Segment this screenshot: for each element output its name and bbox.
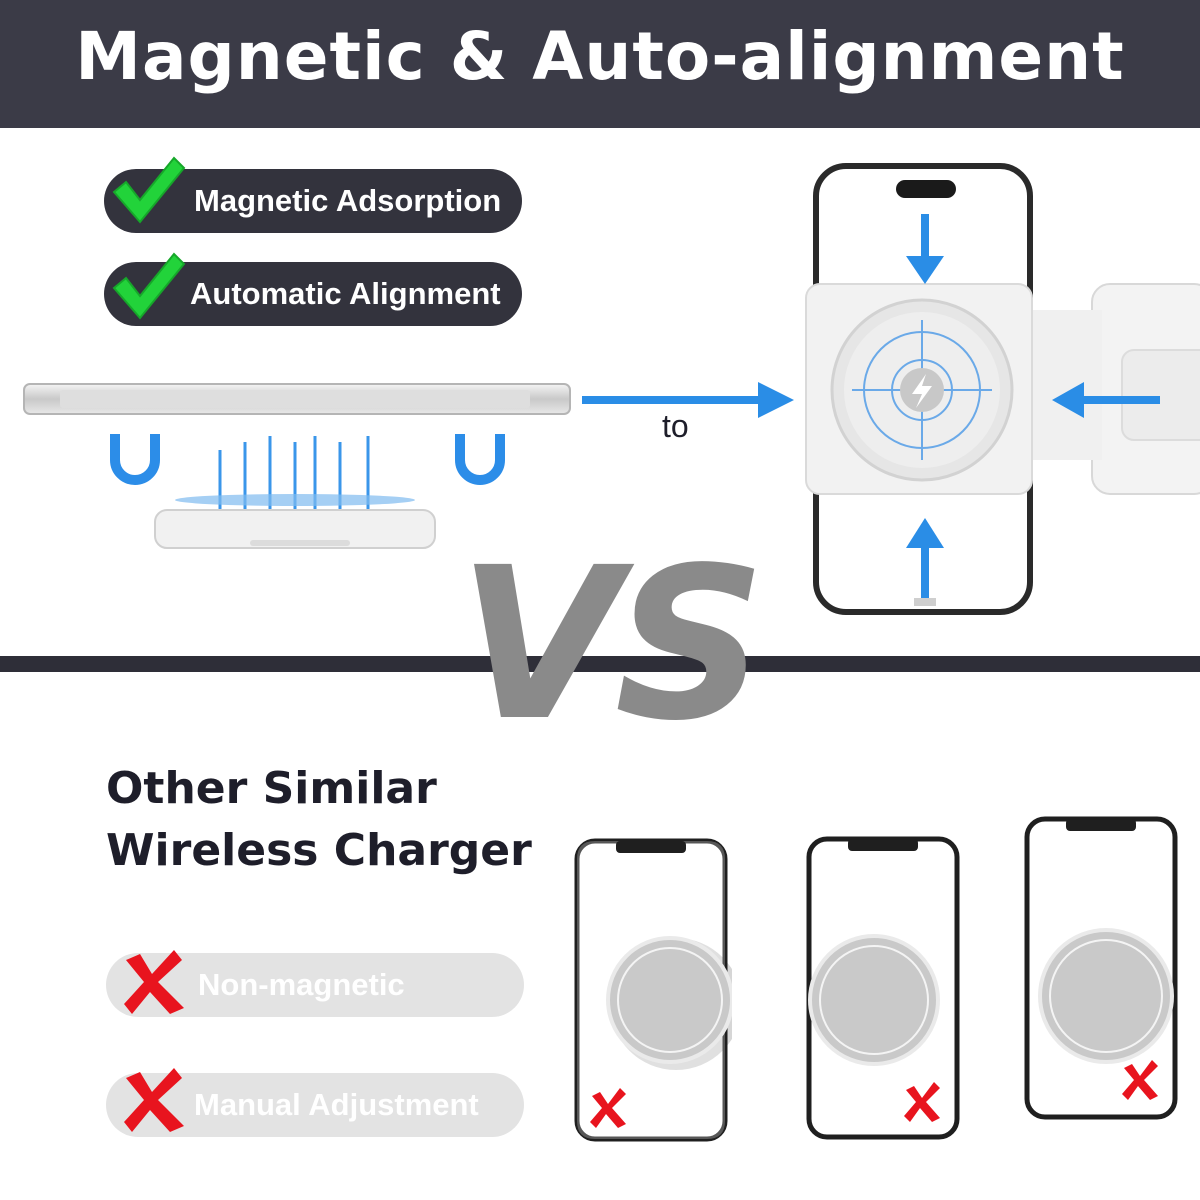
check-icon	[112, 252, 186, 320]
right-arrow-icon	[582, 382, 794, 418]
comparison-heading: Other Similar Wireless Charger	[106, 758, 532, 882]
vs-label: VS	[458, 522, 766, 767]
check-icon	[112, 156, 186, 224]
cross-icon	[124, 1068, 184, 1132]
comparison-heading-line2: Wireless Charger	[106, 825, 532, 876]
page-title: Magnetic & Auto-alignment	[75, 18, 1125, 95]
aligned-phone-illustration	[805, 163, 1200, 615]
feature-label: Automatic Alignment	[190, 276, 501, 311]
misaligned-phone-1	[574, 838, 732, 1142]
connector-label: to	[662, 408, 689, 444]
misaligned-phone-2	[806, 836, 960, 1140]
comparison-heading-line1: Other Similar	[106, 763, 437, 814]
feature-label: Non-magnetic	[198, 967, 405, 1002]
feature-label: Magnetic Adsorption	[194, 183, 502, 218]
section-divider	[0, 656, 1200, 672]
feature-pill-manual-adjustment: Manual Adjustment	[106, 1073, 524, 1137]
cross-icon	[124, 950, 184, 1014]
misaligned-phone-3	[1024, 816, 1178, 1120]
header-bar	[0, 0, 1200, 128]
feature-label: Manual Adjustment	[194, 1087, 479, 1122]
magnetic-adsorption-illustration	[23, 383, 571, 549]
feature-pill-automatic-alignment: Automatic Alignment	[104, 262, 522, 326]
